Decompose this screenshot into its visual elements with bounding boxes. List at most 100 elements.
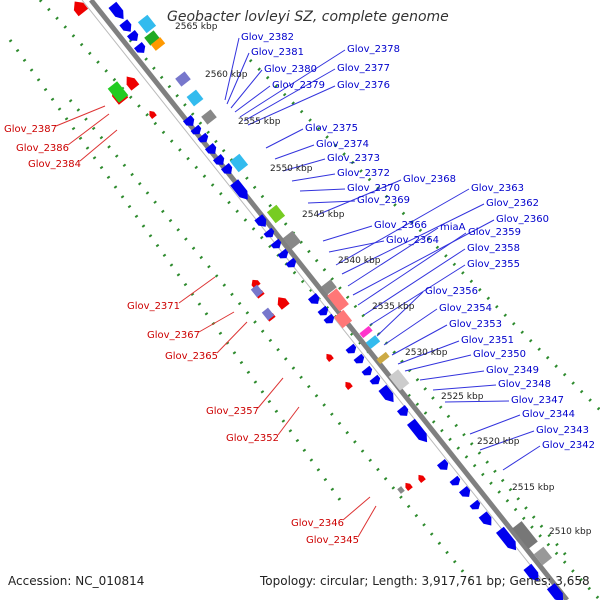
forward-gene [270, 238, 282, 249]
forward-gene [449, 475, 461, 486]
reverse-gene [277, 297, 290, 310]
reverse-connector [55, 105, 106, 127]
reverse-gene-label: Glov_2352 [226, 433, 279, 444]
forward-gene [119, 19, 132, 32]
forward-connector [397, 340, 460, 365]
tick-label: 2535 kbp [372, 302, 415, 312]
forward-gene [263, 227, 275, 238]
forward-gene-label: Glov_2377 [337, 63, 390, 74]
reverse-connector [357, 505, 377, 538]
feature-block [137, 14, 157, 34]
forward-gene-label: Glov_2360 [496, 214, 549, 225]
forward-connector [307, 200, 356, 204]
forward-connector [376, 291, 424, 337]
tick-dot-lines [8, 0, 600, 600]
reverse-gene-label: Glov_2367 [147, 330, 200, 341]
forward-gene [317, 305, 329, 316]
forward-gene [308, 293, 320, 304]
feature-block [266, 204, 286, 224]
forward-connector [469, 414, 521, 435]
feature-block [512, 521, 538, 549]
reverse-gene [418, 474, 426, 483]
forward-connector [243, 68, 336, 122]
feature-block [333, 309, 353, 329]
feature-block [150, 37, 166, 51]
forward-gene [221, 163, 233, 174]
reverse-connector [216, 321, 248, 354]
forward-connector [341, 203, 485, 275]
tick-label: 2510 kbp [549, 527, 592, 537]
forward-connector [335, 188, 470, 266]
tick-label: 2550 kbp [270, 164, 313, 174]
genome-title: Geobacter lovleyi SZ, complete genome [167, 9, 449, 25]
forward-connector [316, 179, 402, 216]
reverse-connector [277, 406, 300, 436]
reverse-connector [178, 276, 216, 304]
forward-gene-label: Glov_2349 [486, 365, 539, 376]
forward-connector [226, 52, 250, 105]
tick-label: 2520 kbp [477, 437, 520, 447]
forward-gene [183, 115, 195, 126]
feature-block [175, 71, 191, 87]
reverse-gene [149, 110, 157, 119]
forward-connector [322, 225, 373, 242]
forward-gene-label: Glov_2351 [461, 335, 514, 346]
forward-gene-label: Glov_2372 [337, 168, 390, 179]
forward-connector [239, 49, 346, 118]
forward-gene-label: Glov_2375 [305, 123, 358, 134]
forward-gene-label: Glov_2358 [467, 243, 520, 254]
forward-connector [383, 308, 438, 346]
forward-gene [230, 179, 248, 200]
reverse-gene [73, 1, 89, 17]
forward-gene [345, 343, 357, 354]
reverse-gene-label: Glov_2384 [28, 159, 81, 170]
forward-gene [285, 257, 297, 268]
forward-gene [397, 405, 409, 416]
feature-block [250, 284, 264, 298]
forward-connector [432, 384, 497, 391]
reverse-connector [198, 311, 235, 333]
forward-gene [407, 418, 428, 443]
forward-connector [291, 173, 336, 182]
gene-features [73, 1, 564, 600]
forward-connector [404, 354, 472, 372]
forward-gene [108, 1, 124, 20]
forward-connector [347, 227, 439, 287]
forward-gene-label: Glov_2363 [471, 183, 524, 194]
tick-dot-line [68, 99, 472, 581]
tick-label: 2560 kbp [205, 70, 248, 80]
forward-gene [546, 583, 564, 600]
reverse-gene [126, 76, 140, 91]
reverse-gene-label: Glov_2357 [206, 406, 259, 417]
reverse-connector [342, 496, 371, 521]
forward-gene-label: Glov_2369 [357, 195, 410, 206]
reverse-gene [405, 482, 413, 491]
forward-gene-label: Glov_2366 [374, 220, 427, 231]
forward-gene-label: Glov_2378 [347, 44, 400, 55]
reverse-connector [79, 129, 118, 162]
forward-gene [361, 365, 373, 376]
feature-block [376, 351, 390, 365]
topology-text: Topology: circular; Length: 3,917,761 bp… [260, 574, 590, 588]
forward-gene [378, 384, 394, 403]
accession-text: Accession: NC_010814 [8, 574, 145, 588]
forward-gene-label: Glov_2381 [251, 47, 304, 58]
backbone-line [89, 0, 569, 600]
reverse-connector [67, 113, 110, 146]
forward-gene [353, 353, 365, 364]
feature-block [201, 109, 217, 125]
forward-gene [197, 132, 209, 143]
tick-label: 2545 kbp [302, 210, 345, 220]
label-connectors [55, 37, 541, 538]
forward-connector [247, 85, 336, 126]
forward-gene [523, 563, 539, 582]
forward-connector [352, 219, 495, 296]
forward-gene-label: Glov_2350 [473, 349, 526, 360]
forward-gene [190, 124, 202, 135]
feature-block [107, 81, 129, 103]
feature-block [533, 546, 553, 566]
forward-gene-label: Glov_2370 [347, 183, 400, 194]
forward-connector [391, 324, 448, 356]
